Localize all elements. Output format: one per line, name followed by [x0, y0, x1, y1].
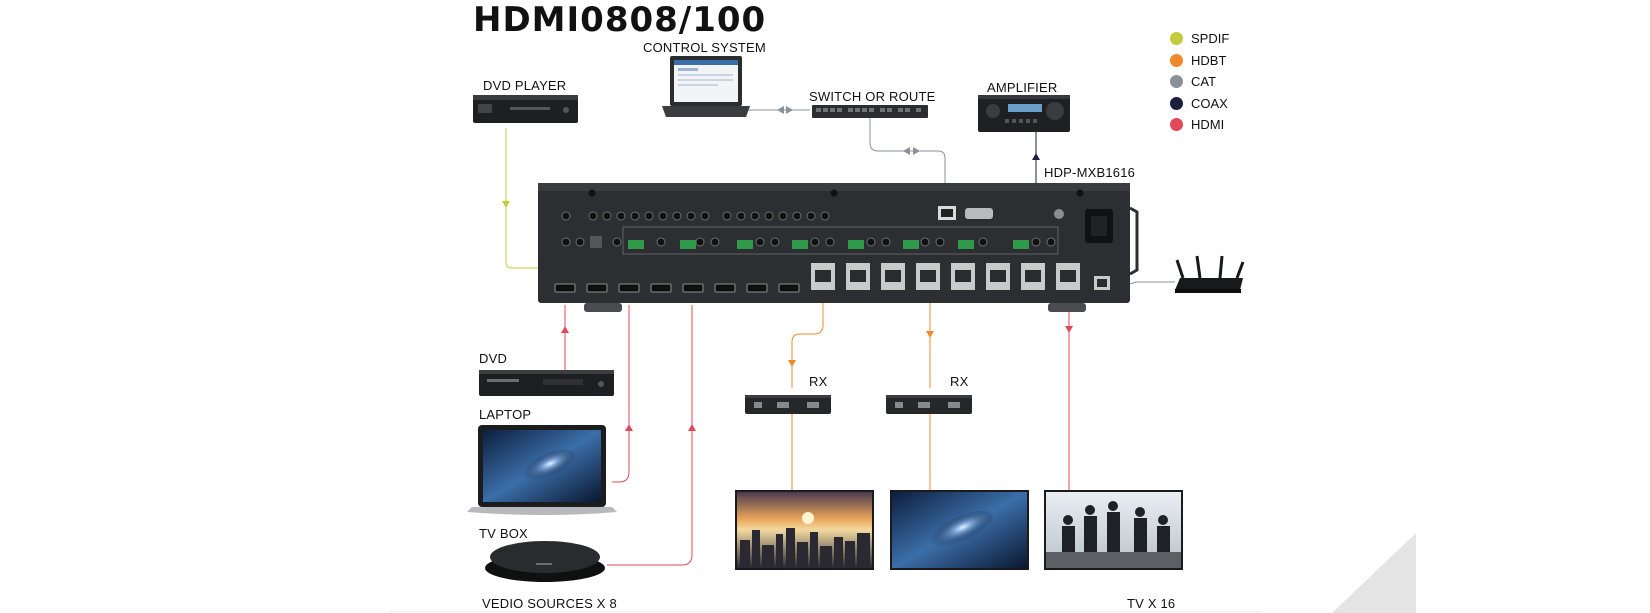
legend-item: COAX: [1170, 93, 1229, 115]
receiver-icon: [886, 395, 972, 414]
legend-label: SPDIF: [1191, 31, 1230, 47]
divider: [390, 611, 1260, 612]
label-rx: RX: [809, 374, 828, 389]
legend-item: HDBT: [1170, 50, 1229, 72]
receiver-icon: [745, 395, 831, 414]
dvd-player-icon: [479, 370, 614, 396]
label-sources: VEDIO SOURCES X 8: [482, 596, 617, 611]
tv-screen-icon: [735, 490, 874, 570]
amplifier-icon: [978, 95, 1070, 132]
arrow-head: [788, 360, 796, 367]
arrow-head: [786, 106, 793, 114]
laptop-icon: [662, 56, 750, 117]
label-tv: TV X 16: [1127, 596, 1176, 611]
label-tv-box: TV BOX: [479, 526, 528, 541]
arrow-head: [502, 201, 510, 208]
dvd-player-icon: [473, 95, 578, 123]
page-title: HDMI0808/100: [473, 0, 767, 40]
arrow-head: [625, 424, 633, 431]
legend: SPDIF HDBT CAT COAX HDMI: [1170, 28, 1229, 136]
arrow-head: [913, 147, 920, 155]
legend-item: CAT: [1170, 71, 1229, 93]
arrow-head: [903, 147, 910, 155]
legend-label: CAT: [1191, 74, 1217, 90]
label-rx: RX: [950, 374, 969, 389]
router-icon: [1175, 255, 1245, 293]
matrix-switcher-icon: [538, 183, 1139, 312]
legend-swatch: [1170, 32, 1183, 46]
legend-label: COAX: [1191, 95, 1228, 111]
legend-label: HDMI: [1191, 117, 1225, 133]
legend-swatch: [1170, 53, 1183, 67]
legend-item: HDMI: [1170, 114, 1229, 136]
legend-swatch: [1170, 118, 1183, 132]
hdmi-connection: [564, 305, 1070, 566]
arrow-head: [926, 331, 934, 338]
arrow-head: [688, 424, 696, 431]
arrow-head: [777, 106, 784, 114]
arrow-head: [1065, 326, 1073, 333]
label-dvd: DVD: [479, 351, 508, 366]
hdbt-connection: [791, 285, 931, 490]
label-dvd-player: DVD PLAYER: [483, 78, 567, 93]
legend-swatch: [1170, 75, 1183, 89]
tv-screen-icon: [890, 490, 1029, 570]
page-corner-fold: [1332, 533, 1416, 613]
legend-label: HDBT: [1191, 52, 1227, 68]
tv-box-icon: [485, 541, 605, 582]
tv-screen-icon: [1044, 490, 1183, 570]
label-control-system: CONTROL SYSTEM: [643, 40, 766, 55]
label-switch: SWITCH OR ROUTE: [809, 89, 936, 104]
label-laptop: LAPTOP: [479, 407, 532, 422]
spdif-connection: [505, 128, 589, 269]
label-matrix: HDP-MXB1616: [1044, 165, 1136, 180]
arrow-head: [1032, 153, 1040, 160]
legend-swatch: [1170, 96, 1183, 110]
label-amplifier: AMPLIFIER: [987, 80, 1058, 95]
network-switch-icon: [812, 105, 928, 118]
arrow-head: [561, 326, 569, 333]
laptop-icon: [467, 425, 617, 515]
legend-item: SPDIF: [1170, 28, 1229, 50]
